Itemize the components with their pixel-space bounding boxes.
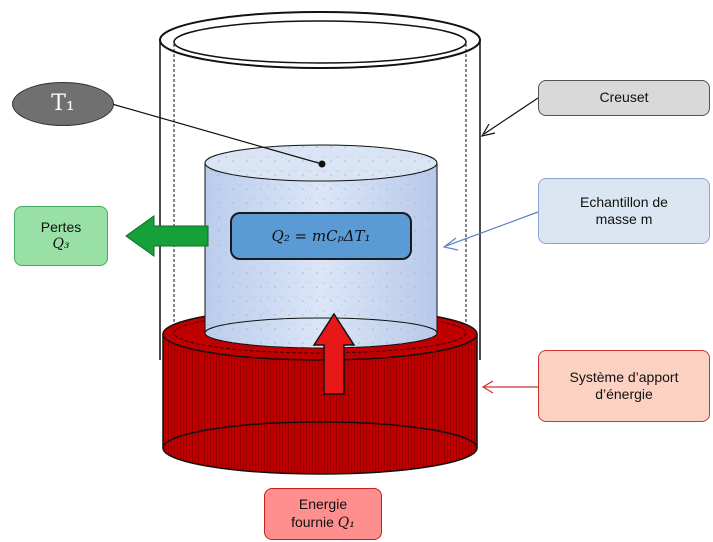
t1-connector: [111, 103, 323, 165]
energie-label: Energie fournie Q₁: [264, 488, 382, 540]
crucible-rim-inner: [173, 20, 467, 64]
echantillon-connector: [442, 211, 539, 251]
creuset-label: Creuset: [538, 80, 710, 116]
energie-text-line1: Energie: [298, 496, 348, 512]
connectors: [111, 97, 539, 394]
crucible: [159, 11, 481, 360]
echantillon-label: Echantillon de masse m: [538, 178, 710, 244]
creuset-text: Creuset: [599, 89, 649, 106]
creuset-connector: [480, 97, 539, 137]
heater-bottom: [162, 421, 478, 475]
up-arrow-icon: [312, 312, 356, 395]
energie-math: Q₁: [337, 514, 355, 531]
pertes-label: Pertes Q₃: [14, 206, 108, 266]
systeme-connector: [481, 380, 538, 394]
pertes-math: Q₃: [52, 236, 70, 252]
t1-text: T₁: [51, 91, 75, 117]
systeme-label: Système d’apport d’énergie: [538, 350, 710, 422]
systeme-text-line2: d’énergie: [595, 386, 653, 402]
energie-text-line2: fournie Q₁: [291, 514, 355, 533]
heat-equation: Q₂ = mCₚΔT₁: [230, 212, 412, 260]
heat-equation-text: Q₂ = mCₚΔT₁: [271, 226, 371, 245]
pertes-text: Pertes: [40, 218, 82, 235]
t1-label: T₁: [12, 82, 114, 126]
energie-text-word: fournie: [291, 513, 338, 530]
heater-top-dashed-ring: [173, 312, 467, 354]
echantillon-text-line2: masse m: [595, 211, 653, 227]
left-arrow-icon: [125, 215, 209, 257]
echantillon-text-line1: Echantillon de: [580, 193, 668, 210]
systeme-text-line1: Système d’apport: [569, 368, 679, 385]
